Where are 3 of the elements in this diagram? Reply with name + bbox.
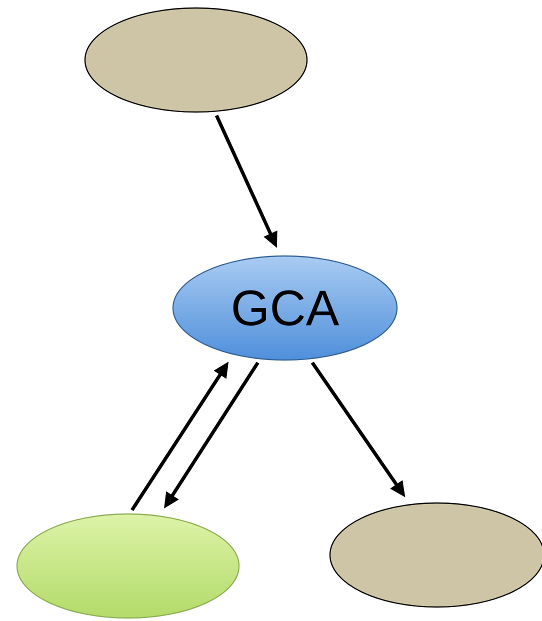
empty-ellipse <box>16 513 240 619</box>
empty-ellipse <box>329 502 542 608</box>
empty-ellipse <box>84 7 308 113</box>
